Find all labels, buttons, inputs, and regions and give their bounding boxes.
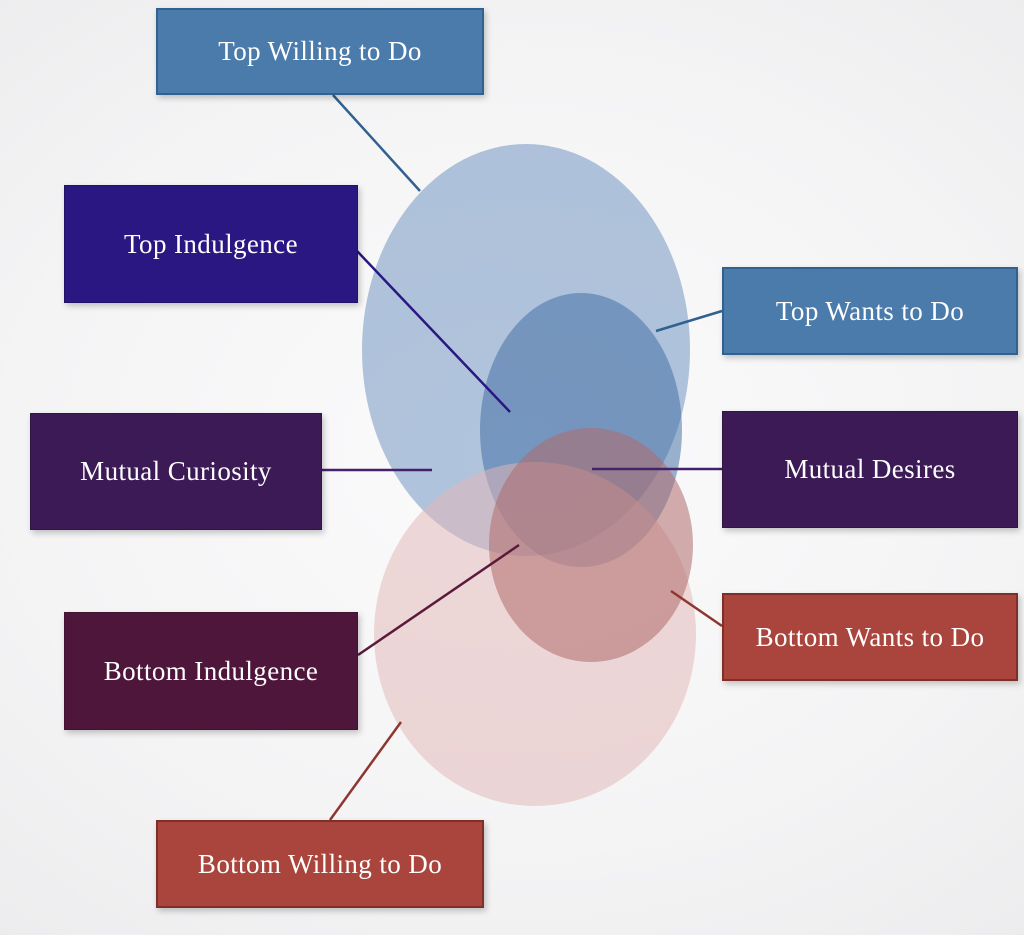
label-bottom-willing-to-do-text: Bottom Willing to Do: [197, 848, 443, 879]
label-mutual-desires-text: Mutual Desires: [784, 454, 956, 484]
connector-bottom-indulgence: [357, 543, 520, 657]
label-top-wants-to-do: Top Wants to Do: [722, 267, 1018, 355]
label-top-indulgence-text: Top Indulgence: [124, 228, 298, 259]
label-bottom-wants-to-do-text: Bottom Wants to Do: [755, 621, 985, 652]
label-bottom-indulgence-text: Bottom Indulgence: [103, 655, 319, 686]
label-top-wants-to-do-text: Top Wants to Do: [775, 295, 965, 326]
connector-top-indulgence: [356, 250, 511, 413]
connector-top-willing: [332, 94, 421, 192]
bottom-edge-strip: [0, 935, 1024, 945]
label-top-willing-to-do-text: Top Willing to Do: [218, 36, 422, 66]
label-mutual-curiosity: Mutual Curiosity: [30, 413, 322, 530]
label-mutual-desires: Mutual Desires: [722, 411, 1018, 528]
label-bottom-willing-to-do: Bottom Willing to Do: [156, 820, 484, 908]
ellipse-bottom-wants-to-do: [489, 428, 693, 662]
label-top-indulgence: Top Indulgence: [64, 185, 358, 303]
label-bottom-indulgence: Bottom Indulgence: [64, 612, 358, 730]
label-mutual-curiosity-text: Mutual Curiosity: [80, 456, 272, 486]
label-top-willing-to-do: Top Willing to Do: [156, 8, 484, 95]
connector-bottom-willing: [328, 721, 403, 821]
connector-top-wants: [655, 309, 723, 333]
label-bottom-wants-to-do: Bottom Wants to Do: [722, 593, 1018, 681]
connector-bottom-wants: [670, 589, 723, 628]
